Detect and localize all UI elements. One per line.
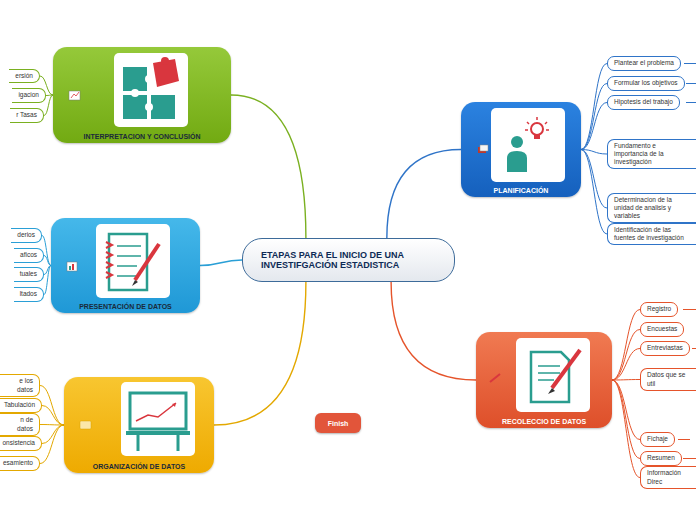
- leaf-text: Entreviastas: [647, 344, 683, 352]
- leaf-box: Entreviastas: [640, 341, 690, 355]
- leaf-connector: [42, 236, 51, 266]
- leaf-box: Hipotesis del trabajo: [607, 95, 680, 109]
- leaf-box: Registro: [640, 302, 678, 316]
- leaf-text: Resumen: [647, 454, 675, 462]
- leaf-box: igacion: [12, 88, 46, 102]
- branch-connector: [214, 282, 306, 425]
- topic-text: ETAPAS PARA EL INICIO DE UNA INVESTIFGAC…: [261, 250, 440, 271]
- leaf-text: Plantear el problema: [614, 59, 674, 67]
- leaf-box: Datos que se util: [640, 368, 696, 390]
- branch-card: PRESENTACIÓN DE DATOS: [51, 218, 200, 313]
- leaf-box: ersión: [9, 69, 40, 83]
- branch-label: RECOLECCIO DE DATOS: [502, 418, 586, 425]
- leaf-box: Formular los objetivos: [607, 76, 685, 90]
- leaf-connector: [581, 150, 607, 235]
- finish-button: Finish: [315, 413, 361, 433]
- leaf-box: onsistencia: [0, 436, 42, 450]
- branch-card: ORGANIZACIÓN DE DATOS: [64, 377, 214, 473]
- branch-connector: [387, 150, 461, 239]
- stub-lines: [684, 64, 696, 103]
- leaf-text: Información Direc: [647, 469, 690, 485]
- interpretation-illustration: [53, 47, 231, 143]
- leaf-connector: [40, 425, 64, 464]
- branch-card: INTERPRETACION Y CONCLUSIÓN: [53, 47, 231, 143]
- leaf-box: tuales: [14, 267, 44, 281]
- leaf-text: n de datos: [6, 416, 33, 432]
- leaf-connector: [44, 256, 51, 266]
- leaf-box: Fundamento e importancia de la investiga…: [607, 139, 696, 169]
- leaf-connector: [612, 330, 640, 381]
- branch-label: ORGANIZACIÓN DE DATOS: [93, 463, 185, 470]
- leaf-box: Resumen: [640, 451, 682, 465]
- leaf-text: Identificación de las fuentes de investi…: [614, 226, 690, 242]
- leaf-text: Tabulación: [4, 401, 35, 409]
- collection-illustration: [476, 332, 612, 428]
- leaf-connector: [612, 379, 640, 381]
- branch-card: RECOLECCIO DE DATOS: [476, 332, 612, 428]
- leaf-text: ltados: [20, 290, 37, 298]
- branch-connector: [200, 260, 242, 266]
- leaf-connector: [612, 349, 640, 381]
- branch-label: INTERPRETACION Y CONCLUSIÓN: [83, 133, 200, 140]
- leaf-connector: [581, 150, 607, 209]
- leaf-text: Registro: [647, 305, 671, 313]
- leaf-text: derios: [17, 231, 35, 239]
- leaf-text: Datos que se util: [647, 371, 690, 387]
- leaf-connector: [612, 310, 640, 381]
- leaf-box: derios: [11, 228, 42, 242]
- leaf-connector: [44, 266, 51, 295]
- branch-label: PRESENTACIÓN DE DATOS: [79, 303, 172, 310]
- leaf-box: ltados: [14, 287, 44, 301]
- branch-connector: [231, 95, 306, 238]
- leaf-text: aficos: [20, 251, 37, 259]
- branch-label: PLANIFICACIÓN: [494, 187, 549, 194]
- leaf-text: esamiento: [3, 459, 33, 467]
- leaf-text: Hipotesis del trabajo: [614, 98, 673, 106]
- leaf-text: e los datos: [6, 377, 33, 393]
- leaf-connector: [42, 406, 64, 426]
- leaf-connector: [612, 380, 640, 478]
- presentation-illustration: [51, 218, 200, 313]
- leaf-text: ersión: [15, 72, 33, 80]
- button-text: Finish: [328, 420, 349, 427]
- leaf-text: Fichaje: [647, 435, 668, 443]
- leaf-box: e los datos: [0, 374, 40, 396]
- organization-illustration: [64, 377, 214, 473]
- leaf-text: Fundamento e importancia de la investiga…: [614, 142, 690, 166]
- leaf-text: r Tasas: [16, 111, 37, 119]
- leaf-text: igacion: [18, 91, 39, 99]
- leaf-box: n de datos: [0, 413, 40, 435]
- leaf-box: r Tasas: [10, 108, 44, 122]
- leaf-connector: [581, 84, 607, 150]
- leaf-box: Determinacion de la unidad de analisis y…: [607, 193, 696, 223]
- leaf-box: Fichaje: [640, 432, 675, 446]
- leaf-box: Tabulación: [0, 398, 42, 412]
- leaf-connector: [581, 103, 607, 150]
- leaf-text: onsistencia: [2, 439, 35, 447]
- leaf-connector: [40, 386, 64, 426]
- branch-card: PLANIFICACIÓN: [461, 102, 581, 197]
- leaf-text: tuales: [20, 270, 37, 278]
- central-topic: ETAPAS PARA EL INICIO DE UNA INVESTIFGAC…: [242, 238, 455, 282]
- leaf-box: esamiento: [0, 456, 40, 470]
- leaf-box: Encuestas: [640, 322, 684, 336]
- leaf-text: Encuestas: [647, 325, 677, 333]
- leaf-connector: [612, 380, 640, 459]
- leaf-box: Información Direc: [640, 466, 696, 488]
- leaf-box: Identificación de las fuentes de investi…: [607, 223, 696, 245]
- leaf-text: Formular los objetivos: [614, 79, 678, 87]
- leaf-box: Plantear el problema: [607, 56, 681, 70]
- planning-illustration: [461, 102, 581, 197]
- leaf-connector: [581, 64, 607, 150]
- leaf-box: aficos: [14, 248, 44, 262]
- branch-connector: [391, 282, 476, 380]
- leaf-text: Determinacion de la unidad de analisis y…: [614, 196, 690, 220]
